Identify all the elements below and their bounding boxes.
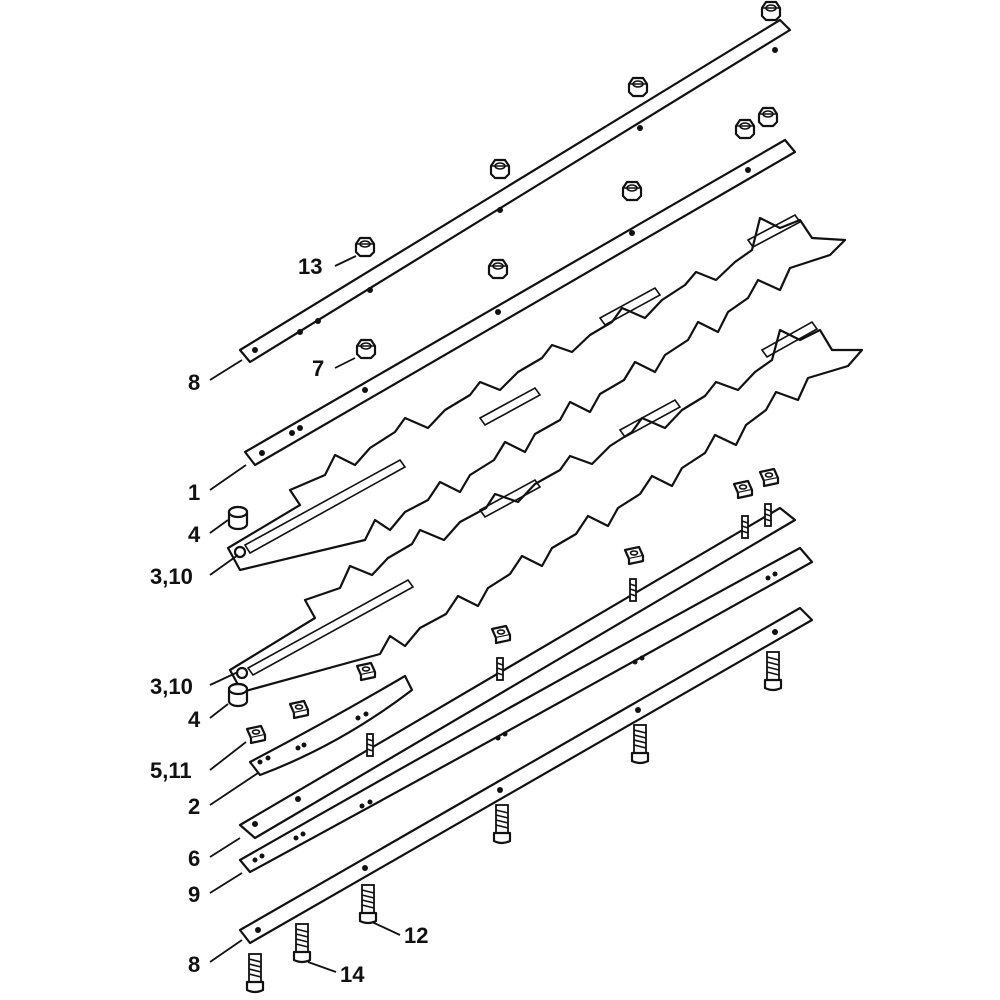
callout-5-11: 5,11 — [150, 758, 192, 783]
callout-14: 14 — [340, 962, 365, 987]
callout-8-lower: 8 — [188, 952, 200, 977]
upper-mounting-strip-8 — [238, 18, 792, 364]
callout-4-lower: 4 — [188, 707, 201, 732]
callout-labels: 13 8 7 1 4 3,10 3,10 4 5,11 2 6 9 12 8 1… — [150, 254, 428, 987]
callout-6: 6 — [188, 846, 200, 871]
guide-plate-9 — [238, 546, 814, 874]
callout-9: 9 — [188, 882, 200, 907]
callout-1: 1 — [188, 480, 200, 505]
hex-nuts-13 — [354, 0, 782, 258]
cover-plate-1 — [243, 138, 797, 467]
lower-mounting-strip-8 — [238, 606, 814, 945]
callout-13: 13 — [298, 254, 322, 279]
callout-7: 7 — [312, 356, 324, 381]
upper-cutter-blade — [226, 213, 847, 572]
leader-lines — [209, 255, 401, 973]
callout-3-10-lower: 3,10 — [150, 674, 193, 699]
callout-8-upper: 8 — [188, 370, 200, 395]
lower-cutter-blade — [228, 320, 864, 694]
callout-4-upper: 4 — [188, 522, 201, 547]
guide-bar-6 — [238, 503, 797, 840]
callout-2: 2 — [188, 794, 200, 819]
callout-12: 12 — [404, 923, 428, 948]
short-guide-2 — [248, 674, 414, 777]
callout-3-10-upper: 3,10 — [150, 564, 193, 589]
